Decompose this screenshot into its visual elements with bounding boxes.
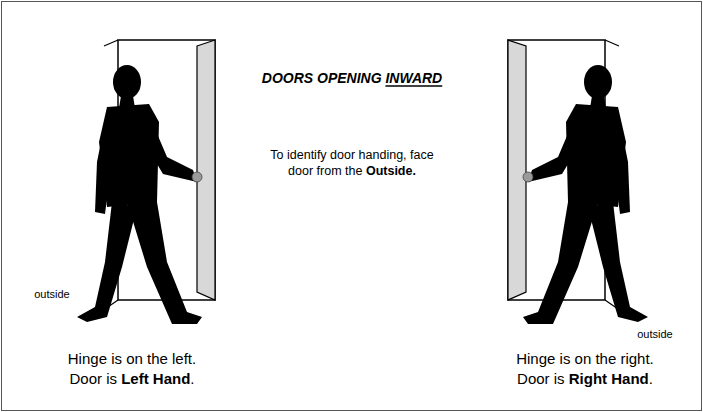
man-silhouette (77, 65, 202, 324)
man-silhouette (523, 65, 648, 324)
emphasis: Outside. (366, 164, 416, 178)
hinge-note: Hinge is on the left. (12, 350, 252, 369)
side-label: outside (12, 288, 92, 302)
side-label: outside (615, 328, 695, 342)
hinge-note: Hinge is on the right. (465, 350, 703, 369)
door-knob (192, 172, 202, 182)
diagram-title: DOORS OPENING INWARD (202, 70, 502, 88)
instruction-note: To identify door handing, face door from… (257, 148, 447, 179)
handing-result: Door is Left Hand. (12, 370, 252, 389)
door-knob (523, 172, 533, 182)
handing-result: Door is Right Hand. (465, 370, 703, 389)
emphasis: Right Hand (569, 370, 649, 387)
emphasis: Left Hand (121, 370, 190, 387)
